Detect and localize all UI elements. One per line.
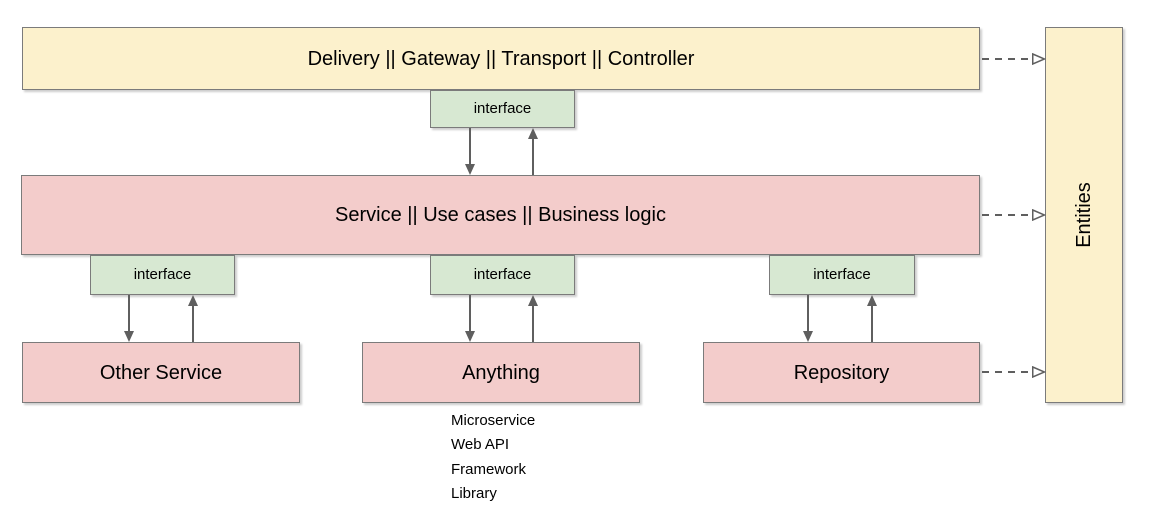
anything-label: Anything [462,361,540,384]
repository-label: Repository [793,361,890,384]
other-service-label: Other Service [99,361,223,384]
interface-box-delivery-service: interface [430,90,575,128]
anything-box: Anything [362,342,640,403]
interface-box-service-anything: interface [430,255,575,295]
entities-layer-label: Entities [1073,182,1095,248]
repository-box: Repository [703,342,980,403]
interface-label: interface [133,265,192,283]
service-layer-box: Service || Use cases || Business logic [21,175,980,255]
example-item: Web API [451,436,510,454]
entities-layer-box: Entities [1045,27,1123,403]
other-service-box: Other Service [22,342,300,403]
interface-label: interface [813,265,871,283]
example-item: Microservice [451,412,536,429]
anything-examples-list: Microservice Web API Framework Library [451,409,535,506]
delivery-layer-box: Delivery || Gateway || Transport || Cont… [22,27,980,90]
example-item: Library [451,484,497,502]
interface-label: interface [473,265,532,283]
service-layer-label: Service || Use cases || Business logic [335,204,666,226]
interface-box-service-repository: interface [769,255,915,295]
interface-label: interface [473,99,532,117]
interface-box-service-other-service: interface [90,255,235,295]
example-item: Framework [451,460,527,478]
delivery-layer-label: Delivery || Gateway || Transport || Cont… [307,47,695,70]
